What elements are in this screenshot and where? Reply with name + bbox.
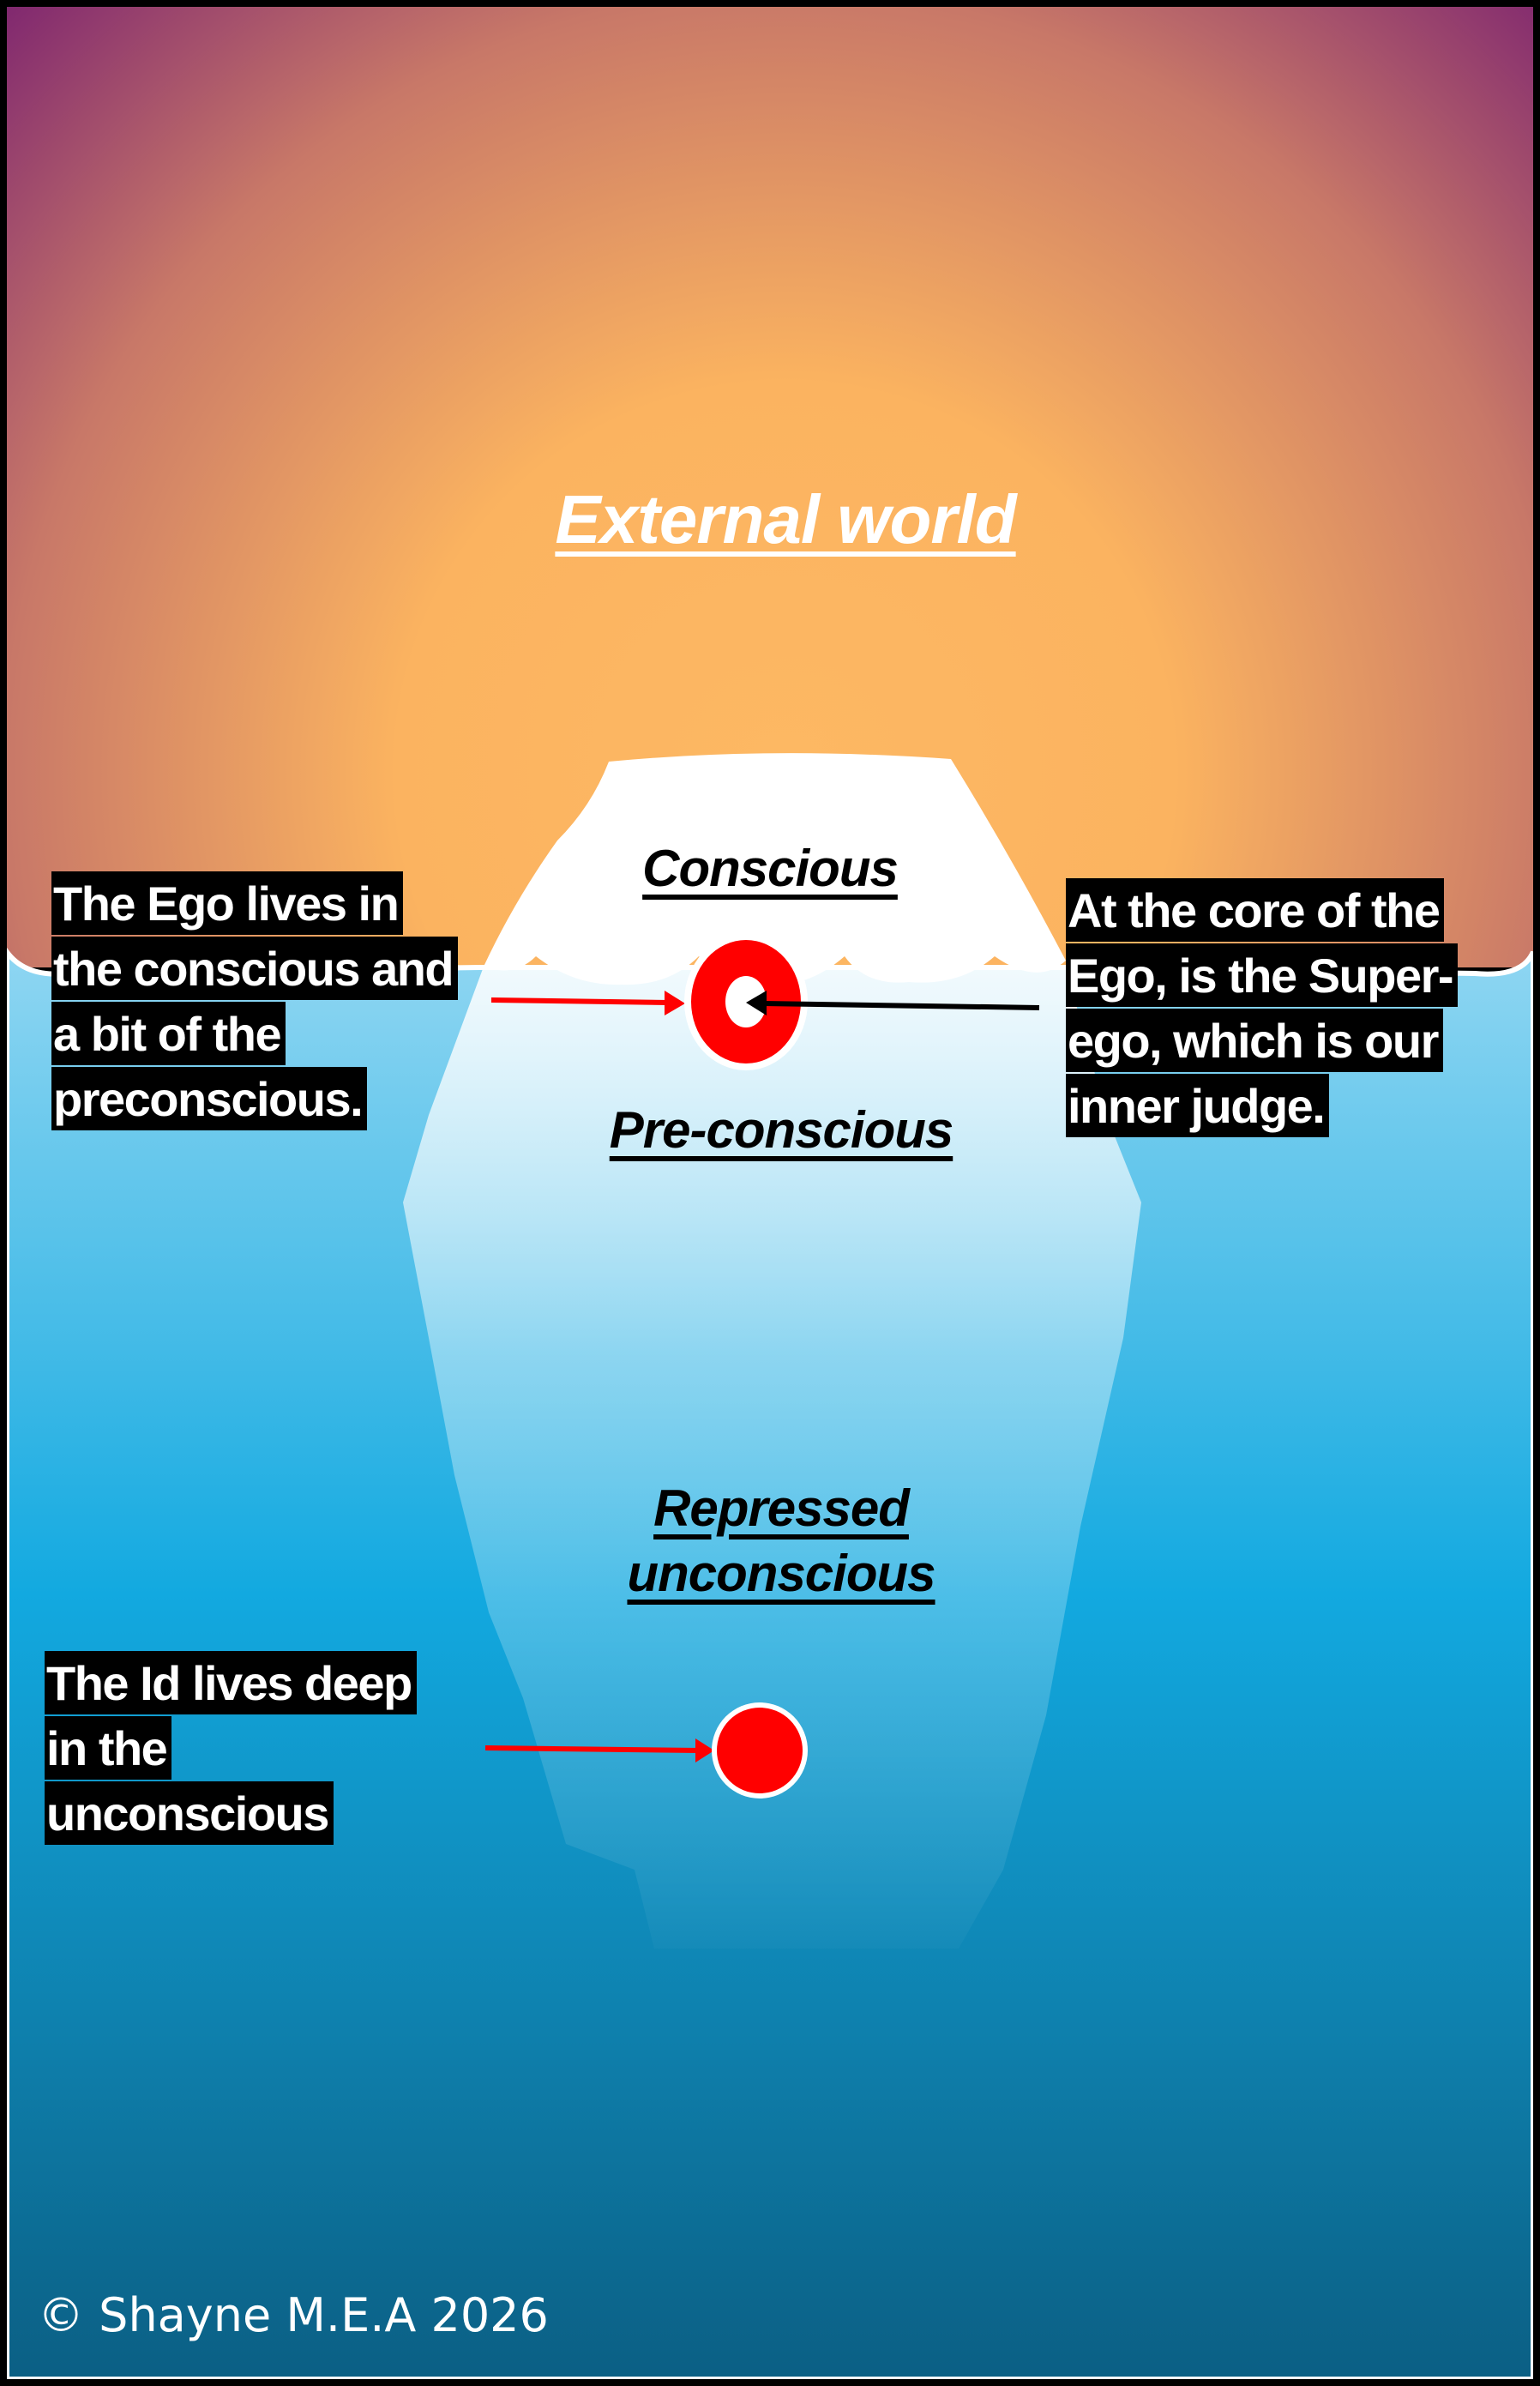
id-circle-red	[717, 1708, 803, 1793]
superego-label-line: ego, which is our	[1066, 1009, 1443, 1072]
ego-arrow-head	[665, 991, 685, 1015]
copyright-notice: © Shayne M.E.A 2026	[38, 2288, 549, 2342]
unconscious-title: unconscious	[627, 1545, 935, 1602]
conscious-title: Conscious	[642, 840, 899, 897]
id-label-line: in the	[45, 1716, 172, 1780]
iceberg-underwater	[403, 967, 1141, 1949]
id-arrow	[484, 1745, 700, 1753]
superego-arrow-head	[746, 991, 767, 1015]
superego-label-line: Ego, is the Super-	[1066, 943, 1459, 1007]
ego-arrow	[490, 997, 670, 1005]
iceberg-tip	[484, 753, 1066, 985]
id-label-line: unconscious	[45, 1781, 334, 1845]
superego-label: At the core of the Ego, is the Super- eg…	[1066, 878, 1459, 1139]
superego-label-line: inner judge.	[1066, 1074, 1330, 1137]
superego-label-line: At the core of the	[1066, 878, 1445, 942]
ego-label: The Ego lives in the conscious and a bit…	[51, 871, 459, 1132]
repressed-title: Repressed	[653, 1479, 910, 1537]
ego-label-line: the conscious and	[51, 937, 459, 1000]
ego-label-line: a bit of the	[51, 1002, 286, 1065]
superego-core	[725, 976, 767, 1027]
external-world-title: External world	[555, 481, 1016, 557]
id-arrow-head	[695, 1738, 714, 1762]
id-label: The Id lives deep in the unconscious	[45, 1651, 417, 1847]
ego-label-line: The Ego lives in	[51, 871, 404, 935]
ego-label-line: preconscious.	[51, 1067, 368, 1130]
id-label-line: The Id lives deep	[45, 1651, 417, 1714]
superego-arrow	[762, 1001, 1040, 1010]
preconscious-title: Pre-conscious	[609, 1101, 953, 1159]
